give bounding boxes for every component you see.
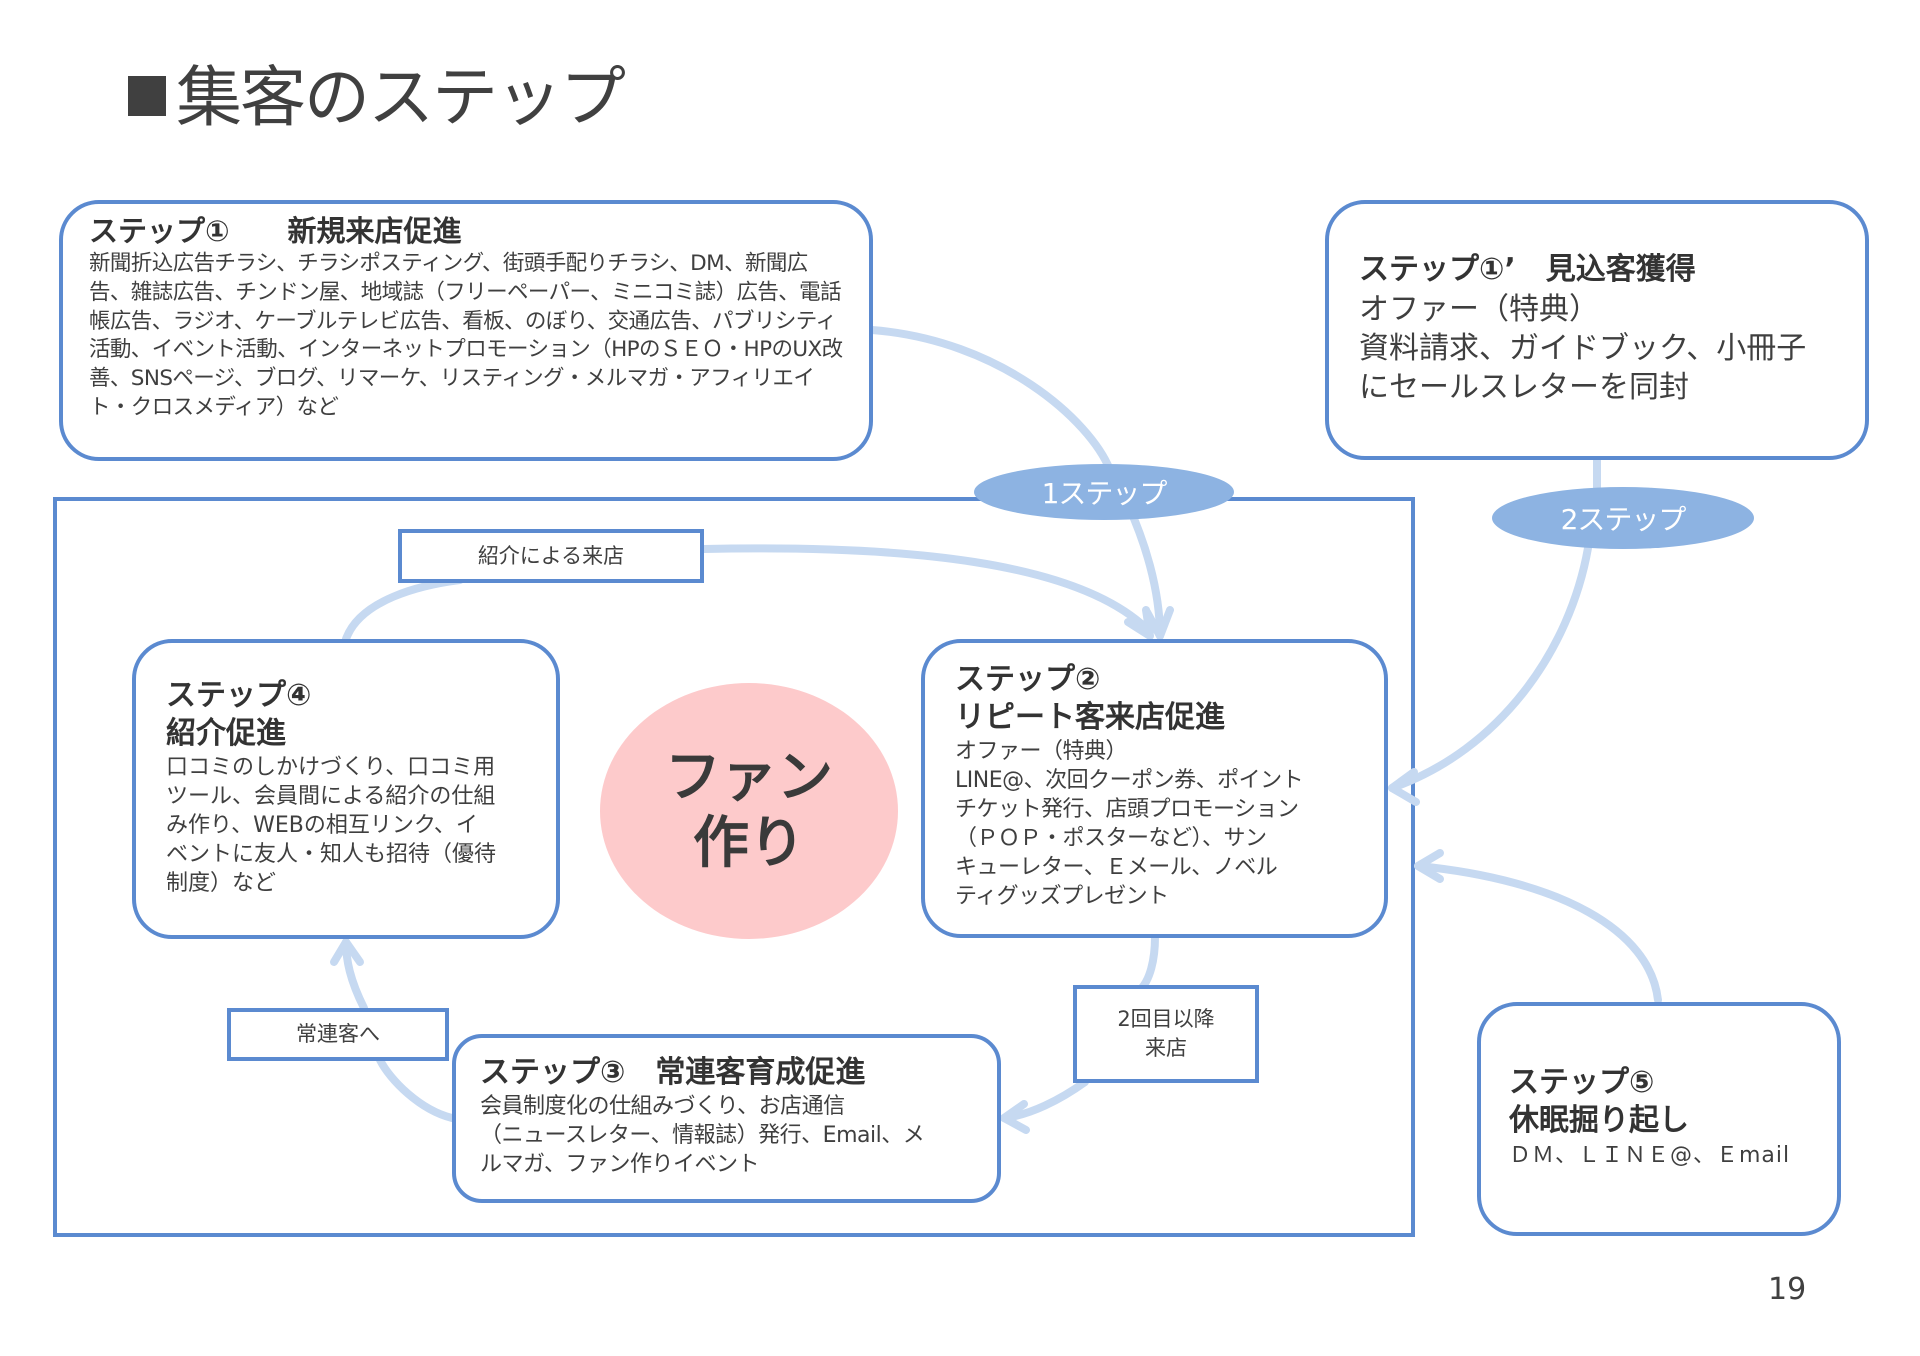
step5-heading-number: ステップ⑤ <box>1509 1065 1655 1100</box>
one-step-badge: 1ステップ <box>974 464 1234 520</box>
to-regular-text: 常連客へ <box>296 1022 380 1046</box>
step2-line: オファー（特典） <box>955 739 1128 764</box>
step4-box: ステップ④ 紹介促進 口コミのしかけづくり、口コミ用 ツール、会員間による紹介の… <box>132 639 560 939</box>
step2-line: キューレター、Ｅメール、ノベル <box>955 855 1278 880</box>
step1b-line: 資料請求、ガイドブック、小冊子 <box>1359 331 1807 366</box>
one-step-label: 1ステップ <box>1041 477 1168 510</box>
arrowhead-2step-to-step2 <box>1388 768 1420 806</box>
step3-line: 会員制度化の仕組みづくり、お店通信 <box>480 1094 845 1119</box>
center-line-1: ファン <box>665 745 833 810</box>
step2-heading-title: リピート客来店促進 <box>955 700 1225 735</box>
second-visit-line-2: 来店 <box>1145 1036 1187 1060</box>
second-visit-line-1: 2回目以降 <box>1117 1007 1215 1031</box>
step3-heading: ステップ③ 常連客育成促進 <box>480 1055 866 1090</box>
step4-heading-title: 紹介促進 <box>166 716 286 751</box>
fan-building-center: ファン 作り <box>600 683 898 939</box>
step1-heading: ステップ① 新規来店促進 <box>89 214 462 248</box>
second-visit-label: 2回目以降 来店 <box>1073 985 1259 1083</box>
step2-body: オファー（特典） LINE@、次回クーポン券、ポイント チケット発行、店頭プロモ… <box>955 737 1370 911</box>
step1-box: ステップ① 新規来店促進 新聞折込広告チラシ、チラシポスティング、街頭手配りチラ… <box>59 200 873 461</box>
step2-line: チケット発行、店頭プロモーション <box>955 797 1299 822</box>
square-bullet-icon <box>128 76 166 116</box>
referral-visit-label: 紹介による来店 <box>398 529 704 583</box>
step4-body: 口コミのしかけづくり、口コミ用 ツール、会員間による紹介の仕組 み作り、WEBの… <box>166 753 530 898</box>
page-title: 集客のステップ <box>128 58 626 138</box>
step4-line: ベントに友人・知人も招待（優待 <box>166 842 497 867</box>
to-regular-label: 常連客へ <box>227 1008 449 1061</box>
step1-body: 新聞折込広告チラシ、チラシポスティング、街頭手配りチラシ、DM、新聞広告、雑誌広… <box>89 251 843 420</box>
step5-body: ＤＭ、ＬＩＮＥ@、Ｅmail <box>1509 1143 1791 1168</box>
step2-box: ステップ② リピート客来店促進 オファー（特典） LINE@、次回クーポン券、ポ… <box>921 639 1388 938</box>
step2-line: （ＰＯＰ・ポスターなど）、サン <box>955 826 1267 851</box>
step3-line: （ニュースレター、情報誌）発行、Email、メ <box>480 1123 925 1148</box>
page-title-text: 集客のステップ <box>176 59 626 136</box>
arrowhead-step2-to-step3 <box>1000 1100 1030 1134</box>
step4-line: 制度）など <box>166 871 277 896</box>
step2-line: ティグッズプレゼント <box>955 884 1169 909</box>
step5-heading-title: 休眠掘り起し <box>1509 1103 1689 1138</box>
step3-body: 会員制度化の仕組みづくり、お店通信 （ニュースレター、情報誌）発行、Email、… <box>480 1092 987 1179</box>
step4-heading-number: ステップ④ <box>166 678 312 713</box>
center-line-2: 作り <box>693 811 805 876</box>
arrow-step5-to-step2 <box>1414 862 1662 1004</box>
arrow-step1-to-step2 <box>868 326 1164 640</box>
step1b-body: オファー（特典） 資料請求、ガイドブック、小冊子 にセールスレターを同封 <box>1359 290 1835 407</box>
step4-line: ツール、会員間による紹介の仕組 <box>166 784 496 809</box>
step1b-heading: ステップ①’ 見込客獲得 <box>1359 252 1696 287</box>
step2-heading-number: ステップ② <box>955 662 1101 697</box>
step1b-box: ステップ①’ 見込客獲得 オファー（特典） 資料請求、ガイドブック、小冊子 にセ… <box>1325 200 1869 460</box>
step2-line: LINE@、次回クーポン券、ポイント <box>955 768 1304 793</box>
arrowhead-step4-to-step2 <box>1124 606 1154 640</box>
arrowhead-step5-to-step2 <box>1414 849 1444 883</box>
two-step-label: 2ステップ <box>1560 503 1687 536</box>
step4-line: 口コミのしかけづくり、口コミ用 <box>166 755 496 780</box>
page-number: 19 <box>1768 1272 1807 1307</box>
arrowhead-step3-to-step4 <box>330 938 364 966</box>
two-step-badge: 2ステップ <box>1492 487 1754 549</box>
step1b-line: オファー（特典） <box>1359 292 1599 327</box>
step4-line: み作り、WEBの相互リンク、イ <box>166 813 478 838</box>
referral-visit-text: 紹介による来店 <box>477 543 625 568</box>
fan-cycle-frame <box>53 497 1415 1237</box>
step3-box: ステップ③ 常連客育成促進 会員制度化の仕組みづくり、お店通信 （ニュースレター… <box>452 1034 1001 1203</box>
step5-box: ステップ⑤ 休眠掘り起し ＤＭ、ＬＩＮＥ@、Ｅmail <box>1477 1002 1841 1236</box>
step3-line: ルマガ、ファン作りイベント <box>480 1152 760 1177</box>
step1b-line: にセールスレターを同封 <box>1359 370 1689 405</box>
arrow-2step-to-step2 <box>1388 544 1592 792</box>
